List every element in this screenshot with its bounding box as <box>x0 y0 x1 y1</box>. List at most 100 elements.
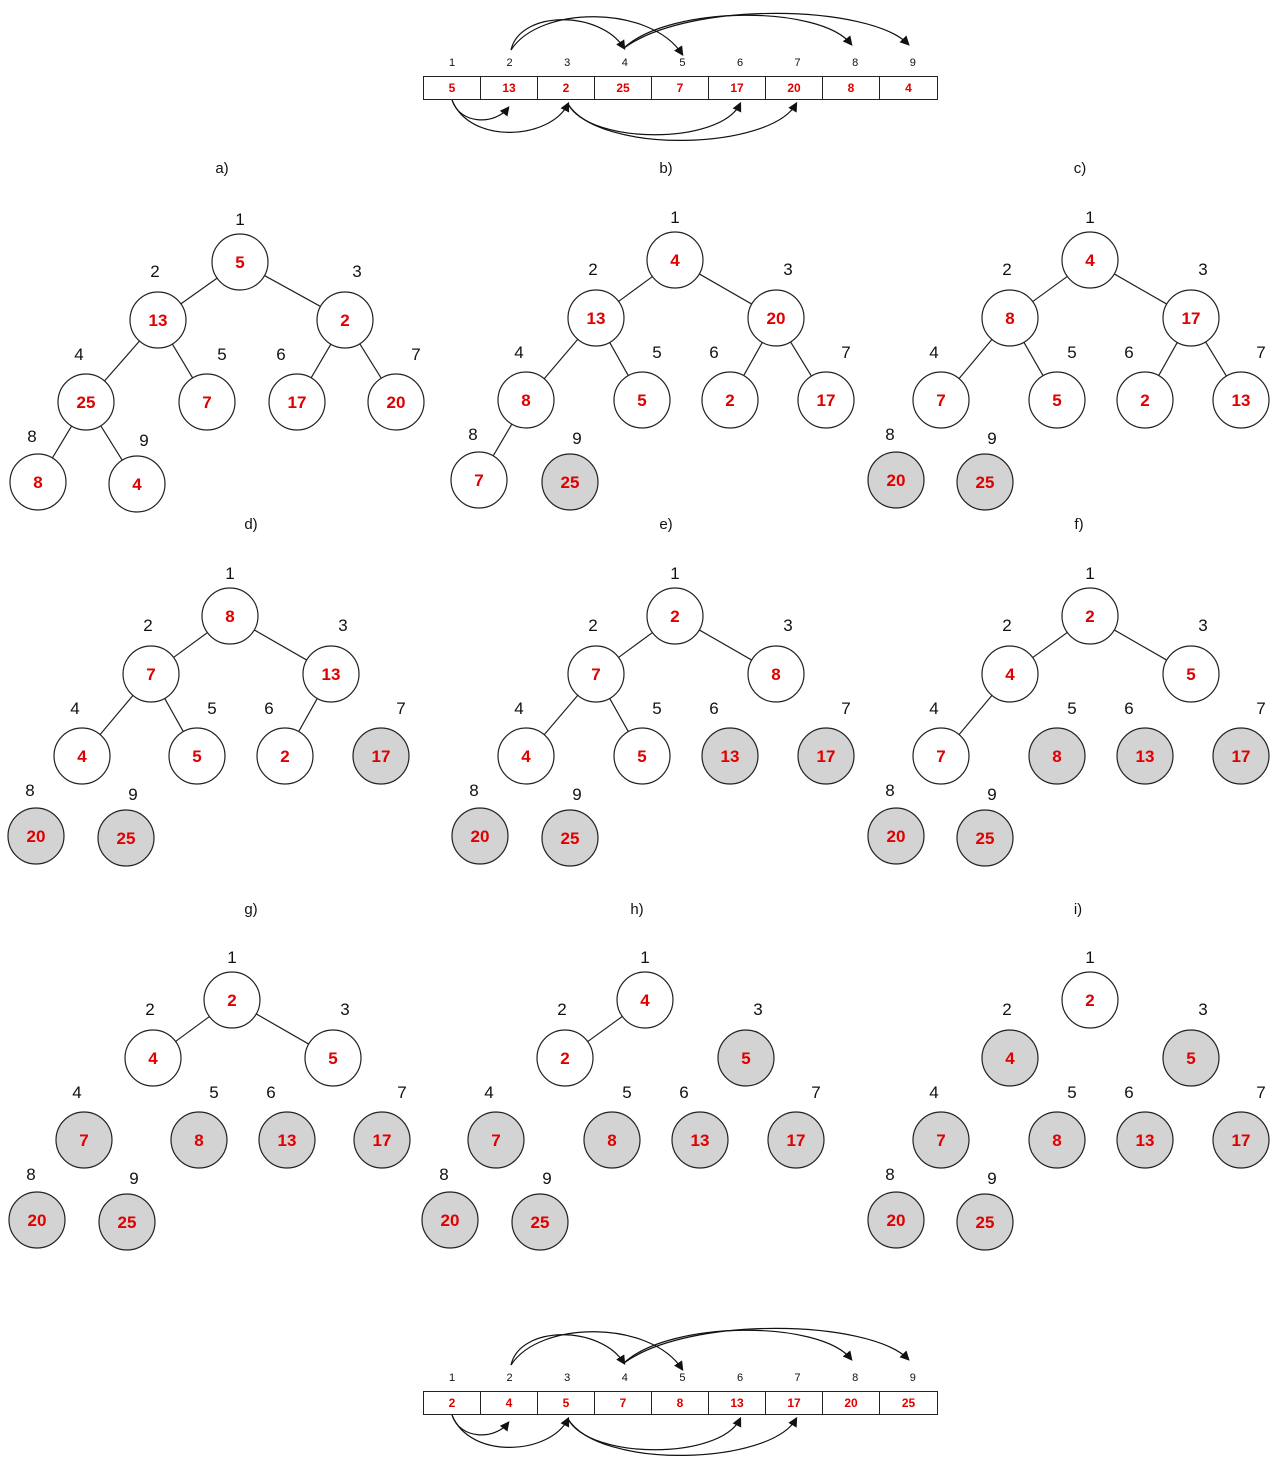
node-value: 5 <box>1052 391 1061 410</box>
node-value: 4 <box>148 1049 158 1068</box>
tree-edge <box>543 694 579 736</box>
node-index: 1 <box>227 948 236 967</box>
node-index: 2 <box>145 1000 154 1019</box>
heap-node <box>302 645 360 703</box>
top-array-cell: 13 <box>481 77 538 99</box>
bottom-array-index: 1 <box>448 1372 456 1384</box>
tree-edge <box>790 341 812 377</box>
node-index: 1 <box>670 208 679 227</box>
panel-label-i: i) <box>1073 901 1083 918</box>
node-index: 3 <box>352 262 361 281</box>
node-index: 7 <box>411 345 420 364</box>
heap-node <box>256 727 314 785</box>
node-value: 2 <box>725 391 734 410</box>
node-index: 3 <box>340 1000 349 1019</box>
tree-edge <box>173 632 208 658</box>
node-index: 2 <box>557 1000 566 1019</box>
tree-edge <box>609 342 629 376</box>
heap-node <box>201 587 259 645</box>
panel-label-f: f) <box>1074 516 1084 533</box>
heap-node <box>203 971 261 1029</box>
node-index: 9 <box>542 1169 551 1188</box>
node-value: 20 <box>887 471 906 490</box>
node-value: 7 <box>936 1131 945 1150</box>
tree-edge <box>618 632 653 658</box>
node-index: 7 <box>841 343 850 362</box>
heap-node <box>1212 371 1270 429</box>
sorted-node <box>451 807 509 865</box>
node-index: 3 <box>783 260 792 279</box>
heap-node <box>124 1029 182 1087</box>
node-value: 25 <box>976 473 995 492</box>
node-value: 17 <box>787 1131 806 1150</box>
node-value: 4 <box>1085 251 1095 270</box>
node-index: 5 <box>622 1083 631 1102</box>
sorted-node <box>541 809 599 867</box>
panel-label-g: g) <box>244 901 258 918</box>
tree-edge <box>171 343 194 379</box>
node-value: 5 <box>741 1049 750 1068</box>
sorted-node <box>867 451 925 509</box>
bottom-array-index: 2 <box>506 1372 513 1384</box>
node-index: 4 <box>72 1083 81 1102</box>
node-index: 8 <box>469 781 478 800</box>
node-index: 5 <box>1067 1083 1076 1102</box>
node-index: 1 <box>670 564 679 583</box>
tree-edge <box>1113 273 1168 305</box>
sorted-node <box>767 1111 825 1169</box>
node-value: 17 <box>817 391 836 410</box>
node-value: 2 <box>227 991 236 1010</box>
node-value: 2 <box>1085 607 1094 626</box>
top-array-cell: 25 <box>595 77 652 99</box>
node-value: 25 <box>531 1213 550 1232</box>
node-value: 13 <box>149 311 168 330</box>
heap-node <box>268 373 326 431</box>
top-array-index: 8 <box>852 57 859 69</box>
tree-edge <box>618 276 653 302</box>
heap-node <box>616 971 674 1029</box>
node-index: 3 <box>753 1000 762 1019</box>
node-index: 9 <box>987 429 996 448</box>
node-value: 7 <box>936 747 945 766</box>
tree-edge <box>1032 631 1068 659</box>
sorted-node <box>1028 727 1086 785</box>
tree-edge <box>175 1016 210 1042</box>
node-value: 5 <box>1186 1049 1195 1068</box>
node-index: 5 <box>1067 343 1076 362</box>
node-index: 1 <box>1085 208 1094 227</box>
node-index: 8 <box>439 1165 448 1184</box>
node-index: 8 <box>885 1165 894 1184</box>
node-index: 3 <box>1198 260 1207 279</box>
node-index: 7 <box>1256 343 1265 362</box>
heap-node <box>122 645 180 703</box>
heap-node <box>129 291 187 349</box>
node-index: 2 <box>588 616 597 635</box>
sorted-node <box>7 807 65 865</box>
node-index: 4 <box>929 699 938 718</box>
tree-edge <box>698 629 753 661</box>
node-index: 2 <box>588 260 597 279</box>
node-value: 17 <box>1232 1131 1251 1150</box>
node-index: 9 <box>572 785 581 804</box>
node-value: 17 <box>373 1131 392 1150</box>
node-index: 3 <box>783 616 792 635</box>
node-index: 3 <box>338 616 347 635</box>
heap-node <box>497 727 555 785</box>
sorted-node <box>170 1111 228 1169</box>
sorted-node <box>583 1111 641 1169</box>
node-value: 4 <box>1005 665 1015 684</box>
node-value: 2 <box>560 1049 569 1068</box>
node-value: 13 <box>278 1131 297 1150</box>
bottom-array-cell: 8 <box>652 1392 709 1414</box>
top-array-arrows <box>451 12 910 141</box>
sorted-node <box>511 1193 569 1251</box>
node-value: 2 <box>1140 391 1149 410</box>
node-value: 20 <box>471 827 490 846</box>
node-value: 2 <box>340 311 349 330</box>
heap-node <box>701 371 759 429</box>
